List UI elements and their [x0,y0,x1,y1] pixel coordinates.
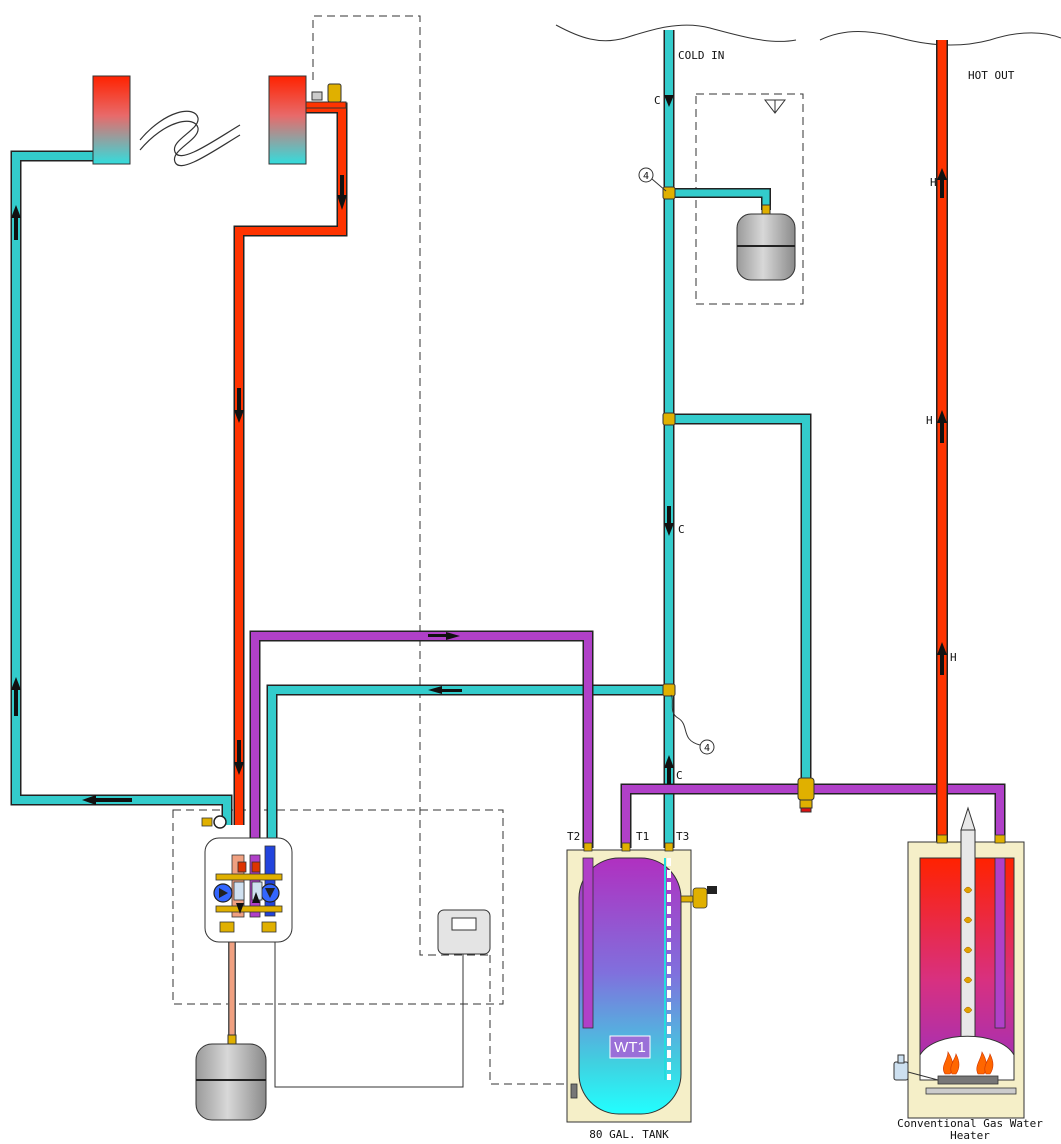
gas-water-heater [907,806,1025,1119]
break-symbol [139,110,241,167]
tank-caption: 80 GAL. TANK [589,1128,669,1141]
solar-collector-icon [268,75,307,165]
expansion-tank-icon [736,204,796,281]
flow-label-c1: C [654,94,661,107]
flow-arrows [11,95,947,805]
relief-valve-icon [680,886,717,909]
tank-loop-pipe [249,630,1006,848]
tee-fittings [662,186,676,697]
port-t2-label: T2 [567,830,580,843]
tank-label-box: WT1 [609,1035,651,1059]
flow-label-h1: H [930,176,937,189]
burner-flame-icon [943,1050,994,1075]
storage-tank [566,842,692,1123]
flow-label-c3: C [676,769,683,782]
flow-label-h3: H [950,651,957,664]
collector-return-pipe [10,150,233,825]
cold-in-label: COLD IN [678,49,724,62]
heater-caption-line2: Heater [950,1129,990,1142]
port-t3-label: T3 [676,830,689,843]
heater-caption-line1: Conventional Gas Water [897,1117,1043,1130]
mixing-valve-icon [797,777,815,813]
flow-label-c2: C [678,523,685,536]
cold-supply-main [266,30,812,848]
expansion-tank-icon [195,1034,267,1121]
gas-valve-icon [893,1054,939,1081]
control-wiring [265,934,464,1088]
callout-4-lower: 4 [670,694,715,755]
controller-icon [437,909,491,955]
hot-out-label: HOT OUT [968,69,1015,82]
air-vent-icon [305,83,347,109]
ground-marker-icon [763,99,787,114]
flow-label-h2: H [926,414,933,427]
pump-station-icon [201,815,293,943]
solar-collector-icon [92,75,131,165]
ground-lines [555,24,1061,46]
port-t1-label: T1 [636,830,649,843]
callout-4-upper-label: 4 [643,171,649,182]
callout-4-upper: 4 [638,167,667,192]
dashed-outlines [172,15,804,1085]
baffle-icon [963,886,973,1014]
callout-4-lower-label: 4 [704,743,710,754]
tank-label: WT1 [614,1039,646,1056]
